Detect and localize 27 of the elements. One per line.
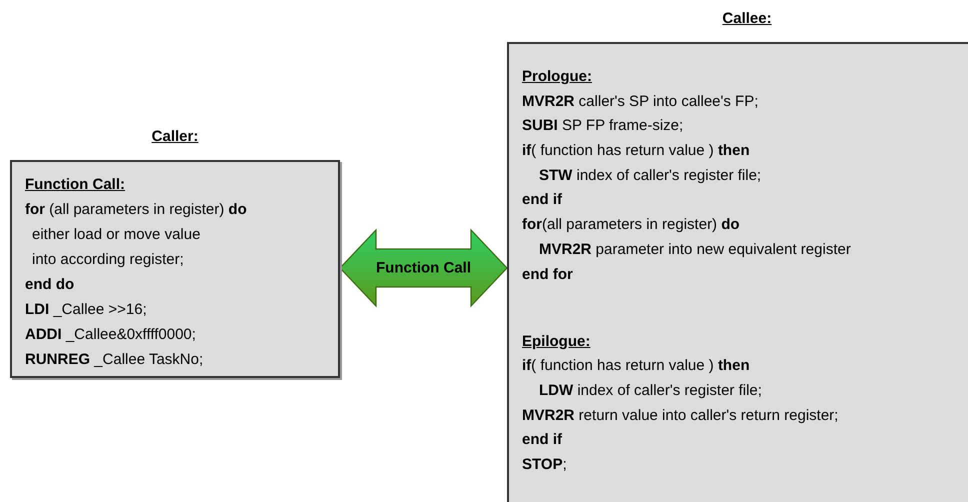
code-line: SUBI SP FP frame-size; (522, 117, 684, 136)
section-heading: Epilogue: (522, 332, 590, 350)
double-arrow (339, 228, 508, 308)
code-line: if( function has return value ) then (522, 357, 750, 376)
code-line: end if (522, 191, 562, 210)
heading: Caller: (152, 128, 198, 145)
edge-label: Function Call (376, 260, 471, 276)
code-line: STW index of caller's register file; (538, 166, 762, 185)
code-line: ADDI _Callee&0xffff0000; (25, 326, 196, 344)
code-line: STOP; (522, 456, 567, 474)
code-line: MVR2R caller's SP into callee's FP; (522, 92, 758, 111)
code-line: for(all parameters in register) do (522, 216, 740, 234)
code-line: end for (522, 266, 573, 284)
code-line: for (all parameters in register) do (25, 201, 247, 219)
code-line: end if (522, 431, 562, 450)
code-line: either load or move value (31, 226, 200, 244)
section-heading: Function Call: (25, 176, 125, 194)
code-line: MVR2R return value into caller's return register; (522, 406, 838, 425)
section-heading: Prologue: (522, 68, 592, 86)
code-line: end do (25, 276, 74, 294)
heading: Callee: (722, 10, 772, 27)
code-line: LDW index of caller's register file; (538, 382, 762, 400)
code-line: RUNREG _Callee TaskNo; (25, 351, 204, 369)
code-line: LDI _Callee >>16; (25, 301, 147, 319)
code-line: MVR2R parameter into new equivalent register (538, 240, 851, 259)
code-line: into according register; (31, 251, 184, 269)
code-line: if( function has return value ) then (522, 142, 750, 160)
